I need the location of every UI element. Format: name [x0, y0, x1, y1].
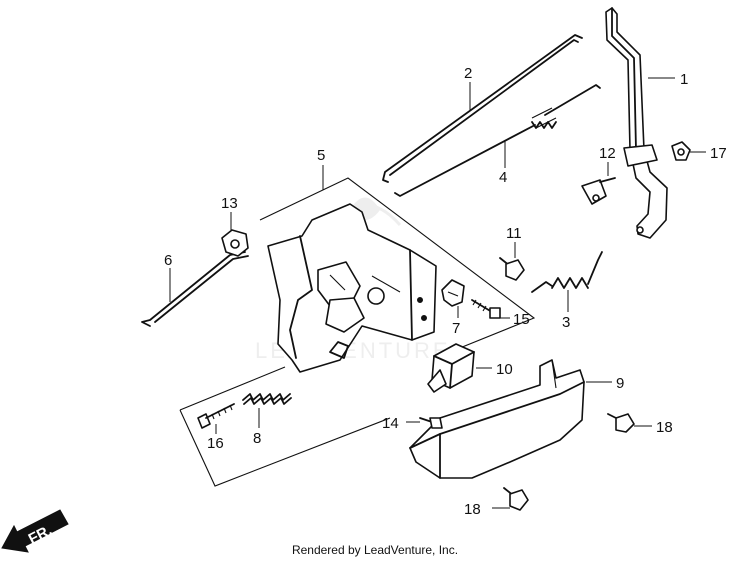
part-label-2: 2	[464, 65, 472, 82]
part-3-spring	[531, 251, 603, 293]
part-label-8: 8	[253, 430, 261, 447]
part-label-12: 12	[599, 145, 616, 162]
part-label-3: 3	[562, 314, 570, 331]
part-label-4: 4	[499, 169, 507, 186]
assembly-outline-5	[179, 177, 536, 487]
part-18-bolt-upper	[607, 413, 635, 433]
part-label-1: 1	[680, 71, 688, 88]
part-label-6: 6	[164, 252, 172, 269]
part-4-rod-spring	[394, 84, 601, 197]
part-label-15: 15	[513, 311, 530, 328]
part-label-5: 5	[317, 147, 325, 164]
part-15-screw	[471, 299, 501, 319]
part-6-rod	[141, 251, 249, 327]
part-2-rod	[382, 34, 583, 183]
part-12-bolt	[581, 177, 616, 205]
part-label-11: 11	[506, 225, 522, 242]
part-10-switch	[427, 343, 475, 393]
footer-credit: Rendered by LeadVenture, Inc.	[291, 543, 459, 557]
part-7-clip	[441, 279, 465, 307]
part-5-control-bracket	[267, 203, 437, 373]
part-label-17: 17	[710, 145, 727, 162]
part-8-spring	[242, 393, 292, 405]
part-18-bolt-lower	[503, 487, 529, 511]
part-16-screw	[197, 403, 235, 429]
part-label-10: 10	[496, 361, 513, 378]
part-label-18-upper: 18	[656, 419, 673, 436]
part-11-bolt	[499, 257, 525, 281]
part-1-lever	[605, 7, 668, 239]
part-14-screw	[419, 417, 443, 429]
part-label-16: 16	[207, 435, 224, 452]
part-label-14: 14	[382, 415, 399, 432]
part-label-13: 13	[221, 195, 238, 212]
part-label-9: 9	[616, 375, 624, 392]
part-label-7: 7	[452, 320, 460, 337]
part-13-clip	[221, 229, 249, 257]
part-17-nut	[671, 141, 691, 161]
part-9-cover	[409, 359, 585, 479]
part-label-18-lower: 18	[464, 501, 481, 518]
